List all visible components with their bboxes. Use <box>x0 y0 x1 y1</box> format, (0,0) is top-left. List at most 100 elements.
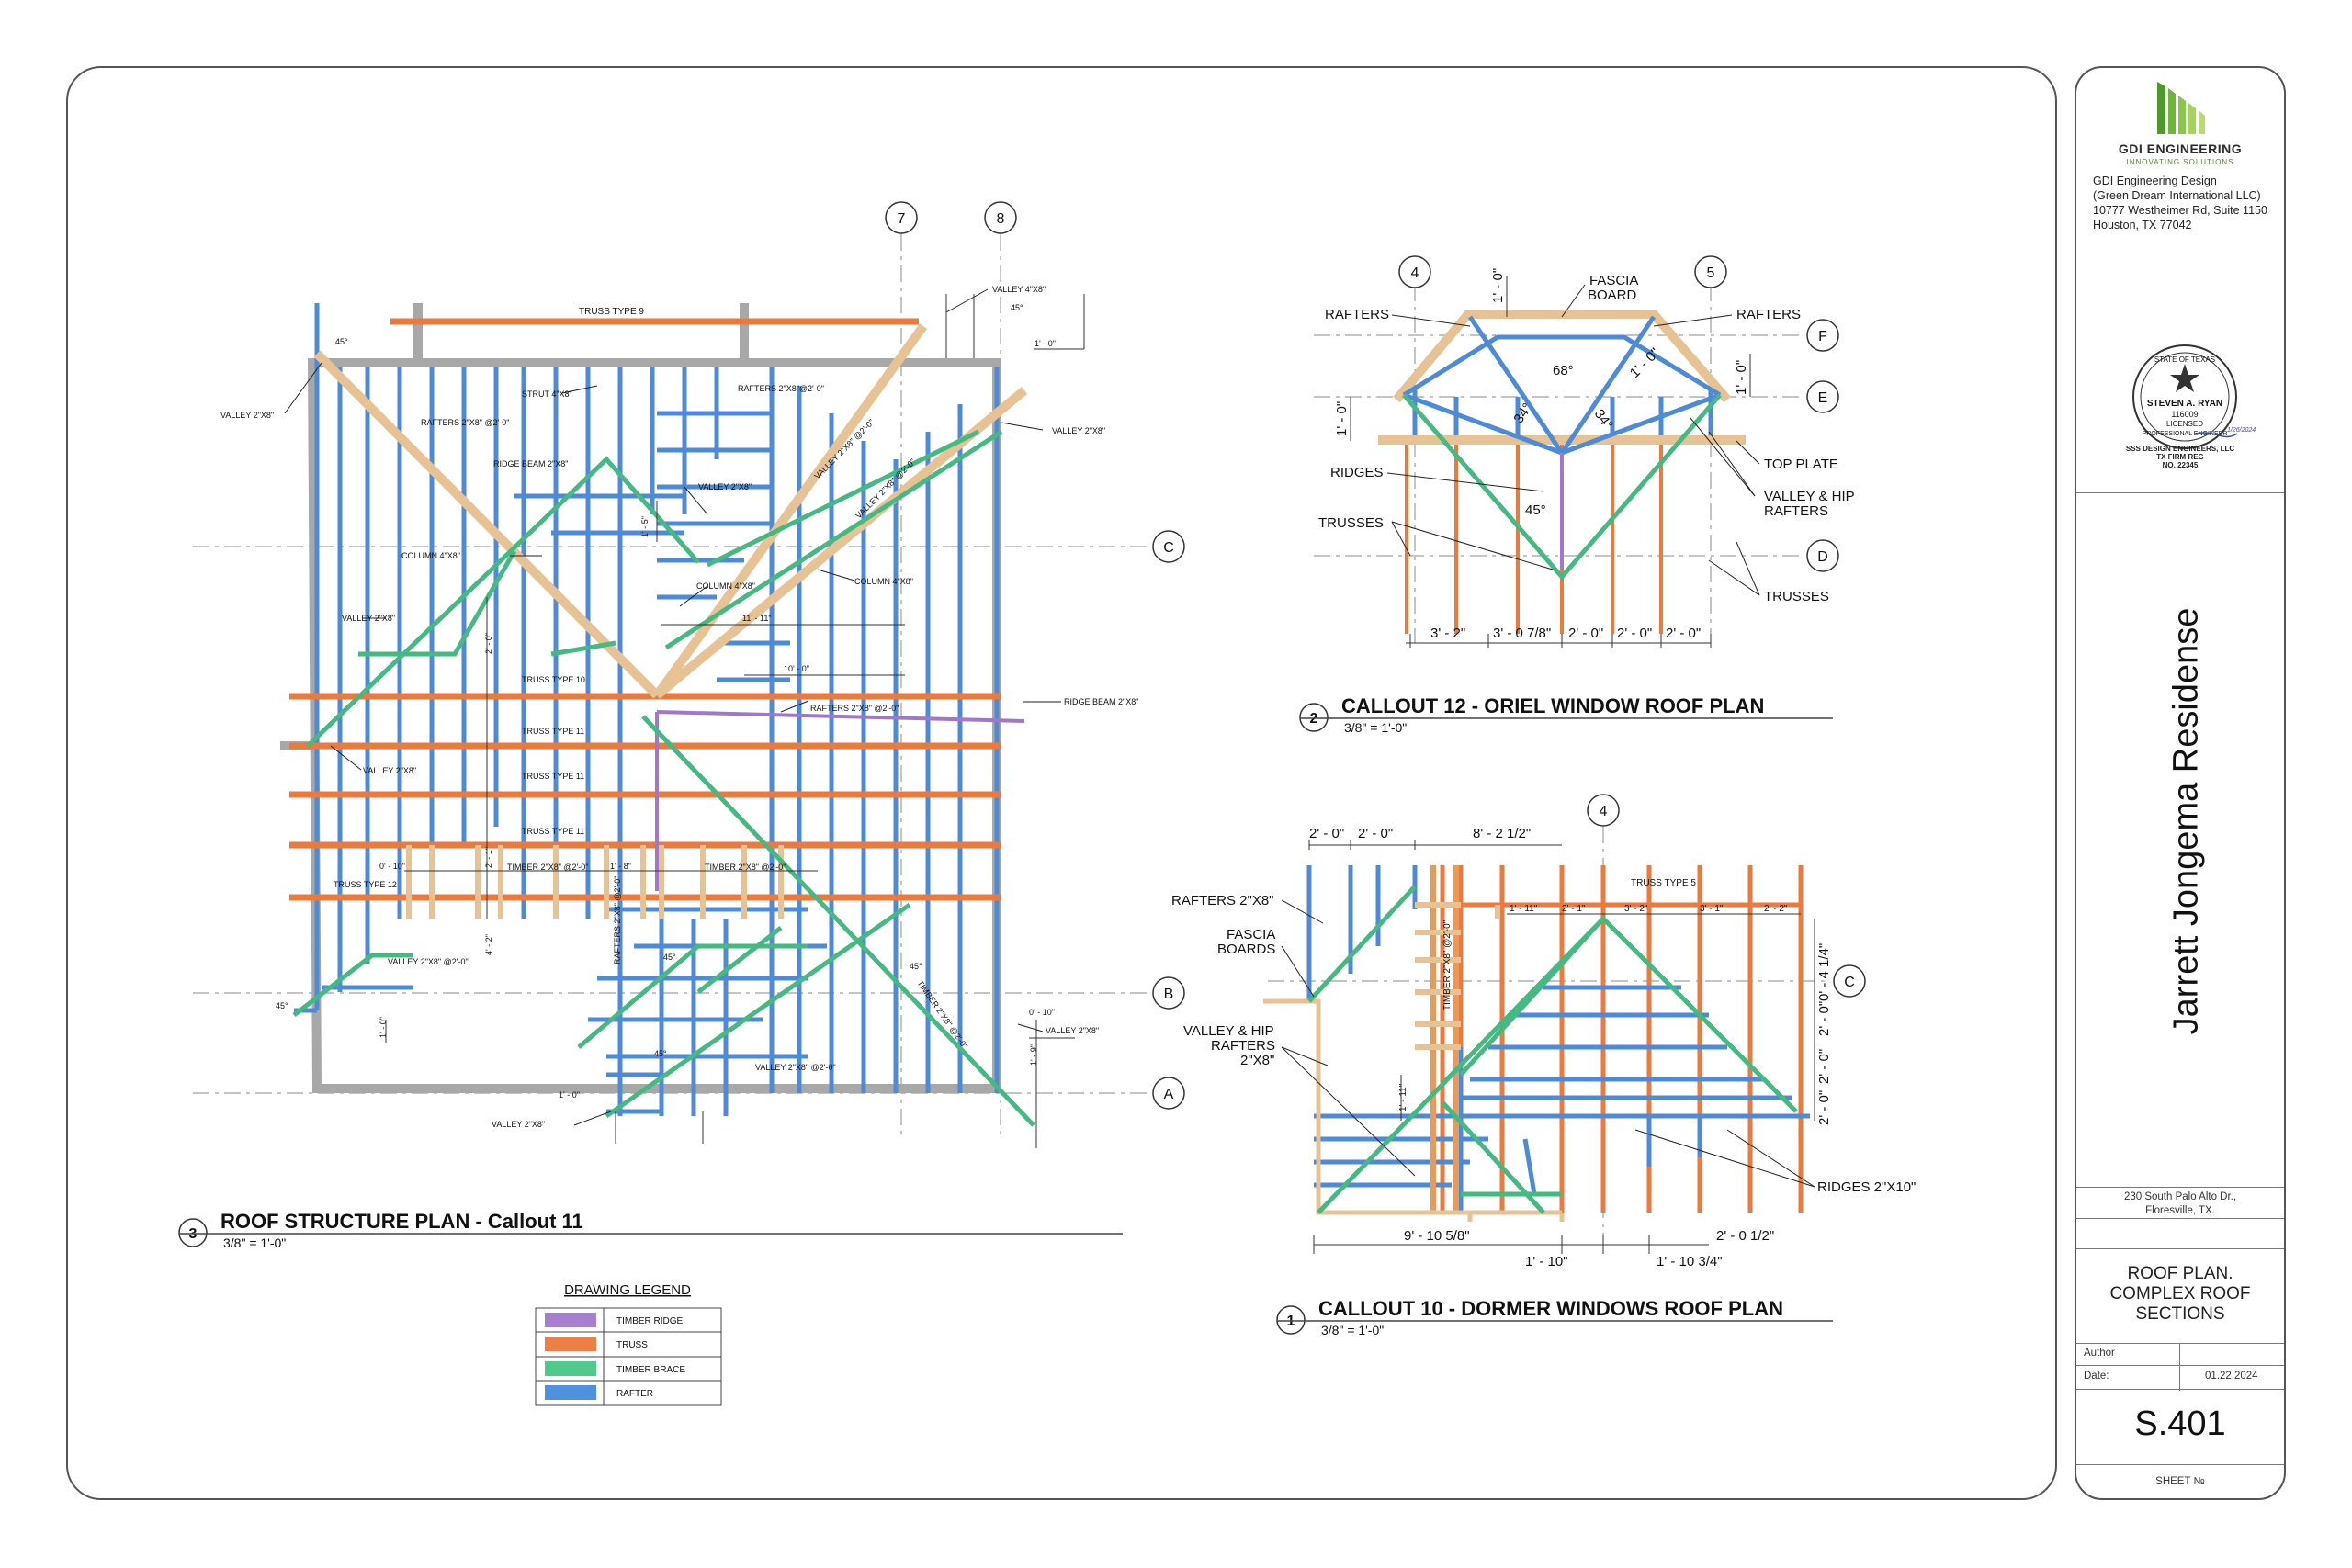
oriel-window-roof-plan: 4 5 F E D FASCIA BOARD RAFTERS RAFTERS T… <box>1299 255 1855 735</box>
note: RAFTERS 2"X8"@2'-0" <box>738 384 824 393</box>
note: VALLEY 2"X8" <box>698 482 752 491</box>
sheet-title: ROOF PLAN. COMPLEX ROOF SECTIONS <box>2109 1264 2251 1324</box>
oriel-hip-rafters <box>1402 315 1722 581</box>
label: 3' - 2" <box>1430 626 1465 641</box>
label: 3' - 2" <box>1624 904 1648 914</box>
date-label: Date: <box>2084 1371 2109 1382</box>
dormer-dimensions <box>1308 840 1815 1254</box>
label: RAFTERS 2"X8" <box>1171 893 1274 908</box>
legend-swatch-rafter <box>545 1385 596 1400</box>
plan-timber-beams <box>313 323 1028 699</box>
label: 2"X8" <box>1240 1053 1274 1068</box>
note: COLUMN 4"X8" <box>854 577 913 586</box>
address-line: GDI Engineering Design <box>2093 175 2217 187</box>
grid-label-e: E <box>1818 390 1828 406</box>
dormer-labels: RAFTERS 2"X8" FASCIA BOARDS VALLEY & HIP… <box>1171 826 1916 1269</box>
note: VALLEY 2"X8" <box>1052 426 1105 435</box>
note: VALLEY 2"X8" @2'-0" <box>388 957 469 966</box>
note: 45° <box>276 1001 288 1010</box>
title-divider <box>2076 1343 2284 1344</box>
legend-label: RAFTER <box>616 1389 653 1399</box>
label: 2' - 0" <box>1309 826 1344 841</box>
oriel-rafters <box>1405 386 1713 634</box>
legend-label: TIMBER BRACE <box>616 1365 685 1375</box>
note: VALLEY 2"X8" @2'-0" <box>812 417 876 480</box>
note: TRUSS TYPE 10 <box>522 675 585 684</box>
label: RIDGES <box>1330 465 1384 480</box>
label: 2' - 0 1/2" <box>1716 1228 1774 1244</box>
note: VALLEY 2"X8" <box>492 1120 545 1129</box>
grid-bubble-c <box>1833 964 1866 998</box>
note: RIDGE BEAM 2"X8" <box>493 459 568 468</box>
legend-swatch-timber-ridge <box>545 1313 596 1327</box>
label: 3' - 0 7/8" <box>1493 626 1551 641</box>
label: 1' - 0" <box>1490 268 1506 303</box>
note: TRUSS TYPE 9 <box>579 307 644 317</box>
note: 1' - 9" <box>1029 1044 1038 1066</box>
note: TRUSS TYPE 11 <box>522 772 584 781</box>
note: 45° <box>663 953 676 962</box>
drawing-legend: DRAWING LEGEND TIMBER RIDGE TRUSS TIMBER… <box>535 1282 722 1406</box>
svg-text:116009: 116009 <box>2171 410 2198 419</box>
note: COLUMN 4"X8" <box>401 551 460 560</box>
view-title: ROOF STRUCTURE PLAN - Callout 11 <box>220 1210 583 1233</box>
label: 2' - 0" <box>1568 626 1603 641</box>
grid-label-d: D <box>1817 549 1828 565</box>
note: TRUSS TYPE 11 <box>522 727 584 736</box>
label: 2' - 0" <box>1816 1049 1832 1084</box>
label: 8' - 2 1/2" <box>1473 826 1531 841</box>
note: 4' - 2" <box>484 934 493 955</box>
label: 1' - 11" <box>1398 1083 1408 1111</box>
dormer-windows-roof-plan: 4 C RAFTERS 2"X8" FASCIA BOARDS VALLEY &… <box>1171 794 1916 1337</box>
firm-logo-text: GDI ENGINEERING <box>2118 141 2243 156</box>
label: RAFTERS <box>1736 307 1801 322</box>
grid-bubble-c <box>1152 530 1185 563</box>
label: 1' - 10" <box>1525 1254 1568 1269</box>
note: 1' - 0" <box>379 1017 388 1038</box>
note: 0' - 10" <box>379 862 405 871</box>
label: 1' - 0" <box>1734 360 1749 395</box>
title-divider <box>2076 1248 2284 1249</box>
grid-bubble-7 <box>885 201 918 234</box>
note: STRUT 4"X8" <box>522 389 572 399</box>
address-line: 10777 Westheimer Rd, Suite 1150 <box>2093 204 2267 217</box>
note: 1' - 8" <box>610 862 631 871</box>
svg-text:PROFESSIONAL ENGINEER: PROFESSIONAL ENGINEER <box>2143 431 2228 437</box>
address-line: Houston, TX 77042 <box>2093 219 2192 231</box>
grid-label-f: F <box>1818 329 1827 344</box>
svg-text:LICENSED: LICENSED <box>2166 420 2203 428</box>
dormer-braces <box>1307 885 1798 1214</box>
grid-label-a: A <box>1164 1087 1174 1102</box>
grid-bubble-b <box>1152 976 1185 1010</box>
title-block: GDI ENGINEERING INNOVATING SOLUTIONS GDI… <box>2075 66 2286 1500</box>
grid-label-c: C <box>1844 975 1855 990</box>
label: 2' - 2" <box>1764 904 1788 914</box>
note: 45° <box>1011 303 1023 312</box>
note: 1' - 0" <box>559 1090 580 1100</box>
date-value: 01.22.2024 <box>2205 1371 2258 1382</box>
title-divider <box>2076 1365 2284 1366</box>
address-line: (Green Dream International LLC) <box>2093 189 2261 202</box>
view-number-bubble <box>1299 703 1329 732</box>
engineer-seal: STATE OF TEXAS STEVEN A. RYAN 116009 LIC… <box>2076 342 2284 489</box>
label: 2' - 0" <box>1666 626 1701 641</box>
note: 45° <box>335 337 348 346</box>
plan-braces <box>292 429 1035 1127</box>
legend-label: TRUSS <box>616 1340 648 1350</box>
firm-stamp: SSS DESIGN ENGINEERS, LLC TX FIRM REG NO… <box>2125 445 2235 469</box>
label: RAFTERS <box>1211 1038 1275 1054</box>
view-number-bubble <box>1276 1305 1306 1335</box>
note: TRUSS TYPE 11 <box>522 827 584 836</box>
label: BOARDS <box>1217 942 1275 957</box>
note: 1' - 5" <box>640 516 650 537</box>
label: TRUSSES <box>1318 515 1384 531</box>
grid-bubble-f <box>1806 319 1839 352</box>
oriel-labels: FASCIA BOARD RAFTERS RAFTERS TOP PLATE R… <box>1318 268 1855 641</box>
view-number-bubble <box>178 1218 208 1247</box>
label: 2' - 1" <box>1562 904 1586 914</box>
label: 2' - 0" <box>1617 626 1652 641</box>
sheet-number: S.401 <box>2134 1404 2226 1443</box>
oriel-fascia-board <box>1393 310 1731 403</box>
grid-bubble-d <box>1806 539 1839 572</box>
label: RIDGES 2"X10" <box>1817 1179 1916 1195</box>
